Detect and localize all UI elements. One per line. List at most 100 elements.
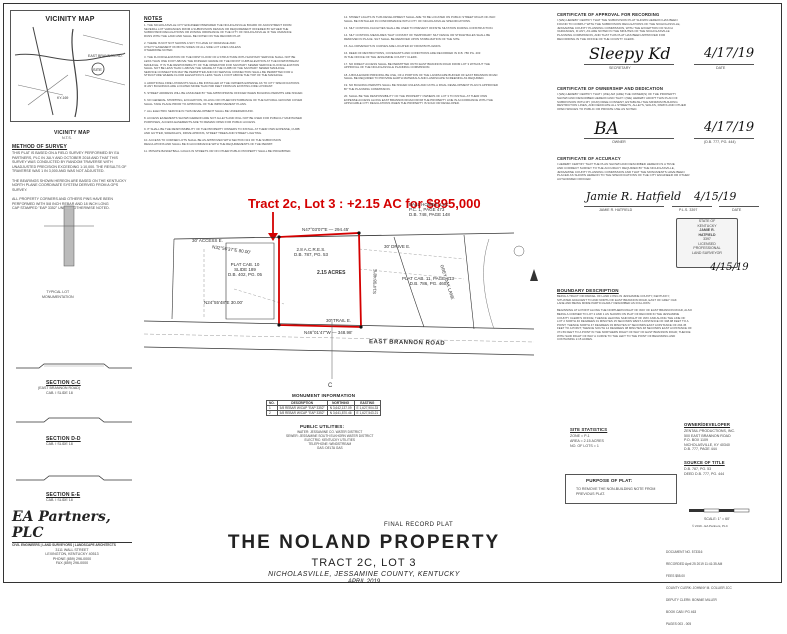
north-distance: 294.45' <box>334 227 350 232</box>
highlight-banner: Tract 2c, Lot 3 : +2.15 AC for $895,000 <box>248 196 481 211</box>
seal-line: LICENSED <box>698 241 716 246</box>
vicinity-map: VICINITY MAP SITE EAST BRANNON RD. KY-16… <box>10 10 130 122</box>
firm-name: EA Partners, PLC <box>12 509 111 541</box>
section-c-drawing <box>16 363 132 369</box>
misc-label-3: S14°08'48"E <box>372 268 378 295</box>
svg-text:SITE: SITE <box>93 67 102 72</box>
notes-title: NOTES <box>144 16 163 22</box>
lot-east-label: PLAT CAB. 11, PAGE 413 D.B. 786, PG. 460 <box>402 276 454 286</box>
lot-west-label: PLAT CAB. 10 SLIDE 189 D.B. 402, PG. 05 <box>228 262 263 277</box>
seal-line: LAND SURVEYOR <box>692 250 722 255</box>
firm-logo: EA Partners, PLC CIVIL ENGINEERS | LAND … <box>12 509 132 566</box>
south-distance: 348.98' <box>337 330 353 335</box>
owner-dev-text: ZENTAIL PRODUCTIONS, INC. 500 EAST BRANN… <box>684 429 736 452</box>
site-stats-zone: ZONE = P-1 <box>570 434 590 438</box>
north-line-label: N47°03'07"E — 294.45' <box>302 227 350 232</box>
purpose-text: TO REMOVE THE NON-BUILDING NOTE FROM PRE… <box>576 487 656 496</box>
source-title-text: D.B. 787, PG. 53 DEED D.B. 777, PG. 444 <box>684 467 725 476</box>
cert-accuracy-date-caption: DATE <box>732 208 742 212</box>
cert-approval-text: I (WE) HEREBY CERTIFY THAT THE SUBDIVISI… <box>557 18 681 41</box>
seal-line: PROFESSIONAL <box>693 246 721 250</box>
cert-accuracy-lic-caption: P.L.S. 3397 <box>679 208 698 212</box>
site-stats-title: SITE STATISTICS <box>570 427 608 432</box>
recording-line: DEPUTY CLERK: BONNIE MILLER <box>666 598 717 602</box>
source-title-title: SOURCE OF TITLE <box>684 460 725 465</box>
scale-bar <box>689 508 750 513</box>
cert-accuracy-date: 4/15/19 <box>694 190 737 203</box>
north-bearing: N47°03'07"E <box>302 227 328 232</box>
plat-sheet: VICINITY MAP SITE EAST BRANNON RD. KY-16… <box>3 3 782 626</box>
plat-name: THE NOLAND PROPERTY <box>227 532 501 553</box>
table-row: 1 5/8 REBAR W/CAP "EAP 3352" N 3,642,137… <box>266 405 382 411</box>
section-e-drawing <box>16 475 132 481</box>
vicinity-map-title: VICINITY MAP <box>45 16 95 23</box>
boundary-text: BEING A TRACT OR PARCEL OF LAND LYING IN… <box>557 294 692 342</box>
section-c-sheet: CAB. I SLIDE 18 <box>46 391 73 395</box>
easement-label-1: 30' ACCESS E. <box>192 238 223 243</box>
notes-column-1: 1. THE NICHOLASVILLE CITY ENGINEER PREPA… <box>144 24 304 153</box>
method-of-survey-title: METHOD OF SURVEY <box>12 144 68 150</box>
svg-text:C: C <box>328 383 333 389</box>
seal-line: STATE OF <box>698 219 716 223</box>
cert-accuracy-title: CERTIFICATE OF ACCURACY <box>557 156 621 161</box>
south-line-label: N46°01'47"W — 348.98' <box>304 330 353 335</box>
cert-approval-sig-caption: SECRETARY <box>609 66 631 70</box>
vicinity-map-scale: N.T.S. <box>62 136 72 140</box>
section-d-sheet: CAB. I SLIDE 18 <box>46 442 73 446</box>
public-utilities-title: PUBLIC UTILITIES: <box>300 424 345 429</box>
cell-northing: N 3,642,137.09 <box>326 405 355 411</box>
misc-label-4: 30' TRAIL E. <box>326 318 352 323</box>
recording-line: RECORDED April 25 2019 11:41:35 AM <box>666 562 723 566</box>
site-stats-area: AREA = 2.15 ACRES <box>570 439 604 443</box>
firm-address: 3111 WALL STREET LEXINGTON, KENTUCKY 405… <box>45 547 99 566</box>
recording-stamp: DOCUMENT NO. 573316 RECORDED April 25 20… <box>666 542 732 634</box>
recording-line: BOOK CAB I PG 463 <box>666 610 697 614</box>
cell-no: 2 <box>266 410 278 416</box>
cell-desc: 5/8 REBAR W/CAP "EAP 3352" <box>276 410 328 416</box>
section-e-sheet: CAB. I SLIDE 18 <box>46 498 73 502</box>
vicinity-map-drawing: SITE EAST BRANNON RD. KY-169 <box>14 26 126 118</box>
cert-ownership-signature: BA <box>594 119 619 139</box>
monument-table: NO. DESCRIPTION NORTHING EASTING 1 5/8 R… <box>266 400 382 416</box>
plat-drawing: C <box>143 231 538 389</box>
table-row: 2 5/8 REBAR W/CAP "EAP 3352" N 3,641,870… <box>266 410 382 416</box>
section-e-title: SECTION E-E <box>46 492 81 498</box>
monument-detail-label: TYPICAL LOT MONUMENTATION <box>42 290 74 299</box>
public-utilities-text: WATER: JESSAMINE CO. WATER DISTRICT SEWE… <box>286 430 374 450</box>
cert-ownership-text: I (WE) HEREBY CERTIFY THAT I (WE) AM (AR… <box>557 92 686 112</box>
seal-line: 3397 <box>703 237 711 241</box>
title-block: FINAL RECORD PLAT THE NOLAND PROPERTY TR… <box>154 522 574 585</box>
cert-approval-signature: Sleepy Kd <box>589 44 671 63</box>
cert-accuracy-sig-caption: JAMIE R. HATFIELD <box>599 208 633 212</box>
cert-ownership-sig-caption: OWNER <box>612 140 626 144</box>
seal-line: KENTUCKY <box>697 223 717 228</box>
site-stats-lots: NO. OF LOTS = 1 <box>570 444 599 448</box>
cert-accuracy-text: I HEREBY CERTIFY THAT THE PLAN SHOWN AND… <box>557 162 690 182</box>
recording-line: DOCUMENT NO. 573316 <box>666 550 703 554</box>
section-c-sub: (EAST BRANNON ROAD) <box>38 386 81 390</box>
seal-date: 4/15/19 <box>710 262 749 273</box>
seal-line: JAMIE R. <box>699 228 715 232</box>
seal-line: HATFIELD <box>698 232 716 237</box>
cert-ownership-title: CERTIFICATE OF OWNERSHIP AND DEDICATION <box>557 86 664 91</box>
plat-kind: FINAL RECORD PLAT <box>384 522 454 528</box>
monument-table-title: MONUMENT INFORMATION <box>292 393 356 398</box>
method-of-survey-text: THIS PLAT IS BASED ON A FIELD SURVEY PER… <box>12 151 127 211</box>
owner-label: BALL HOMES, LLC P.C. 1, PAGE 473 D.B. 74… <box>409 202 450 217</box>
owner-dev-title: OWNER/DEVELOPER <box>684 422 731 427</box>
south-bearing: N46°01'47"W <box>304 330 331 335</box>
purpose-box: PURPOSE OF PLAT: TO REMOVE THE NON-BUILD… <box>565 474 677 504</box>
cell-desc: 5/8 REBAR W/CAP "EAP 3352" <box>276 405 328 411</box>
lot3-deed-label: 2.8 A.C.R.E.S. D.B. 787, PG. 53 <box>294 247 329 257</box>
firm-tagline: CIVIL ENGINEERS | LAND SURVEYORS | LANDS… <box>12 543 116 547</box>
cert-approval-date: 4/17/19 <box>704 46 755 61</box>
section-d-title: SECTION D-D <box>46 436 81 442</box>
scale-text: SCALE: 1" = 60' <box>704 517 730 521</box>
svg-text:EAST BRANNON RD.: EAST BRANNON RD. <box>88 54 123 58</box>
plat-tract: TRACT 2C, LOT 3 <box>311 557 417 569</box>
easement-label-2: 30' DRIVE E. <box>384 244 411 249</box>
cert-approval-date-caption: DATE <box>716 66 726 70</box>
vicinity-map-caption: VICINITY MAP <box>54 130 90 136</box>
cert-ownership-date-caption: (D.B. 777, PG. 444) <box>704 140 736 144</box>
cell-northing: N 3,641,870.46 <box>326 410 355 416</box>
